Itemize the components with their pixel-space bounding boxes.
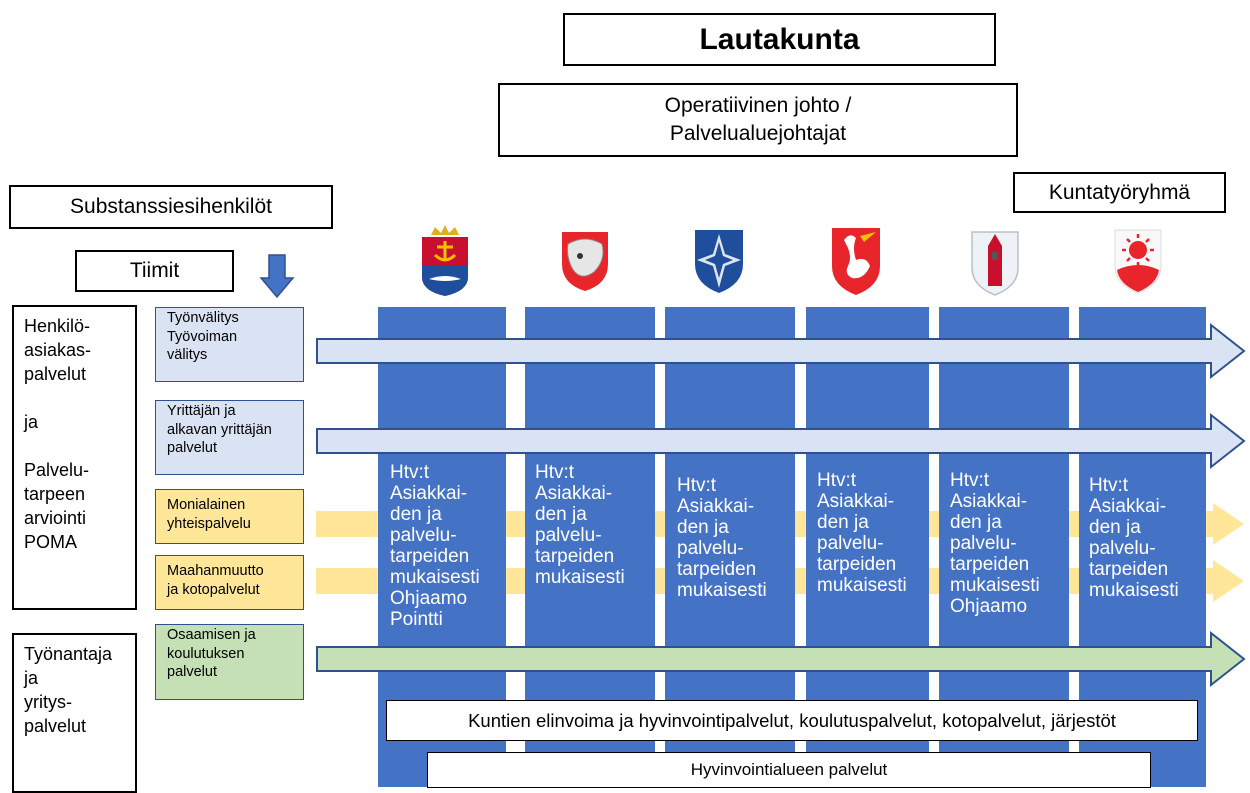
municipal-services-box: Kuntien elinvoima ja hyvinvointipalvelut…: [386, 700, 1198, 741]
welfare-services-label: Hyvinvointialueen palvelut: [690, 760, 888, 779]
service-arrow: [316, 412, 1246, 470]
management-label: Operatiivinen johto / Palvelualuejohtaja…: [664, 94, 852, 145]
column-text: Htv:t Asiakkai- den ja palvelu- tarpeide…: [390, 462, 480, 630]
board-box: Lautakunta: [563, 13, 996, 66]
column-text: Htv:t Asiakkai- den ja palvelu- tarpeide…: [950, 470, 1040, 617]
service-arrow: [316, 630, 1246, 688]
service-label: Monialainen yhteispalvelu: [155, 489, 304, 544]
column-text: Htv:t Asiakkai- den ja palvelu- tarpeide…: [535, 462, 625, 588]
municipal-group-box: Kuntatyöryhmä: [1013, 172, 1226, 213]
down-arrow-icon: [259, 254, 295, 299]
service-label: Maahanmuutto ja kotopalvelut: [155, 555, 304, 610]
personal-services-box: Henkilö- asiakas- palvelut ja Palvelu- t…: [12, 305, 137, 610]
municipal-group-label: Kuntatyöryhmä: [1048, 180, 1191, 204]
cross-shield-icon: [695, 230, 743, 293]
sun-shield-icon: [1114, 229, 1162, 294]
service-arrow-segment: [316, 503, 1244, 545]
management-box: Operatiivinen johto / Palvelualuejohtaja…: [498, 83, 1018, 157]
welfare-services-box: Hyvinvointialueen palvelut: [427, 752, 1151, 788]
teams-label: Tiimit: [129, 259, 180, 282]
substance-leads-label: Substanssiesihenkilöt: [70, 195, 272, 218]
service-label: Osaamisen ja koulutuksen palvelut: [155, 624, 304, 700]
service-arrow-segment: [316, 560, 1244, 602]
board-title: Lautakunta: [699, 22, 860, 56]
municipal-services-label: Kuntien elinvoima ja hyvinvointipalvelut…: [468, 709, 1116, 731]
service-label: Työnvälitys Työvoiman välitys: [155, 307, 304, 382]
seal-shield-icon: [562, 232, 608, 291]
harbor-shield-icon: [422, 225, 468, 296]
column-text: Htv:t Asiakkai- den ja palvelu- tarpeide…: [677, 475, 767, 601]
tower-shield-icon: [971, 231, 1019, 296]
teams-box: Tiimit: [75, 250, 234, 292]
service-arrow: [316, 322, 1246, 380]
substance-leads-box: Substanssiesihenkilöt: [9, 185, 333, 229]
employer-services-box: Työnantaja ja yritys- palvelut: [12, 633, 137, 793]
column-text: Htv:t Asiakkai- den ja palvelu- tarpeide…: [817, 470, 907, 596]
service-label: Yrittäjän ja alkavan yrittäjän palvelut: [155, 400, 304, 475]
heron-shield-icon: [832, 228, 880, 295]
column-text: Htv:t Asiakkai- den ja palvelu- tarpeide…: [1089, 475, 1179, 601]
